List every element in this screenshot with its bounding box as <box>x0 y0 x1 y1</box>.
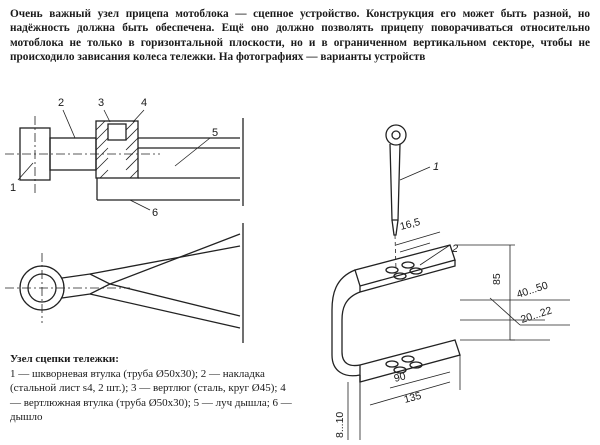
dim-8-10: 8...10 <box>334 412 346 438</box>
callout-1-right: 1 <box>433 161 439 173</box>
intro-paragraph: Очень важный узел прицепа мотоблока — сц… <box>10 8 590 63</box>
callout-4: 4 <box>141 97 147 109</box>
caption-title: Узел сцепки тележки: <box>10 353 119 365</box>
caption-text: 1 — шкворневая втулка (труба Ø50x30); 2 … <box>10 367 292 424</box>
dim-20-22: 20...22 <box>519 304 553 325</box>
dim-16-5: 16,5 <box>399 216 422 233</box>
dim-135: 135 <box>403 390 423 406</box>
dim-90: 90 <box>393 370 408 385</box>
bottom-plate <box>359 339 461 383</box>
callout-5: 5 <box>212 127 218 139</box>
callout-3: 3 <box>98 97 104 109</box>
pin-ring <box>385 124 407 146</box>
callout-2-right: 2 <box>451 243 458 255</box>
callout-1: 1 <box>10 182 16 194</box>
callout-6: 6 <box>152 207 158 219</box>
figure-caption: Узел сцепки тележки: 1 — шкворневая втул… <box>10 352 295 425</box>
callout-2: 2 <box>58 97 64 109</box>
dim-40-50: 40...50 <box>515 279 549 300</box>
dim-85: 85 <box>491 273 503 285</box>
coupling-side-top-drawing: 2 3 4 5 1 6 <box>5 97 244 343</box>
bracket-pin-drawing: 1 2 16,5 85 40...50 20...22 90 135 8...1… <box>331 124 570 440</box>
